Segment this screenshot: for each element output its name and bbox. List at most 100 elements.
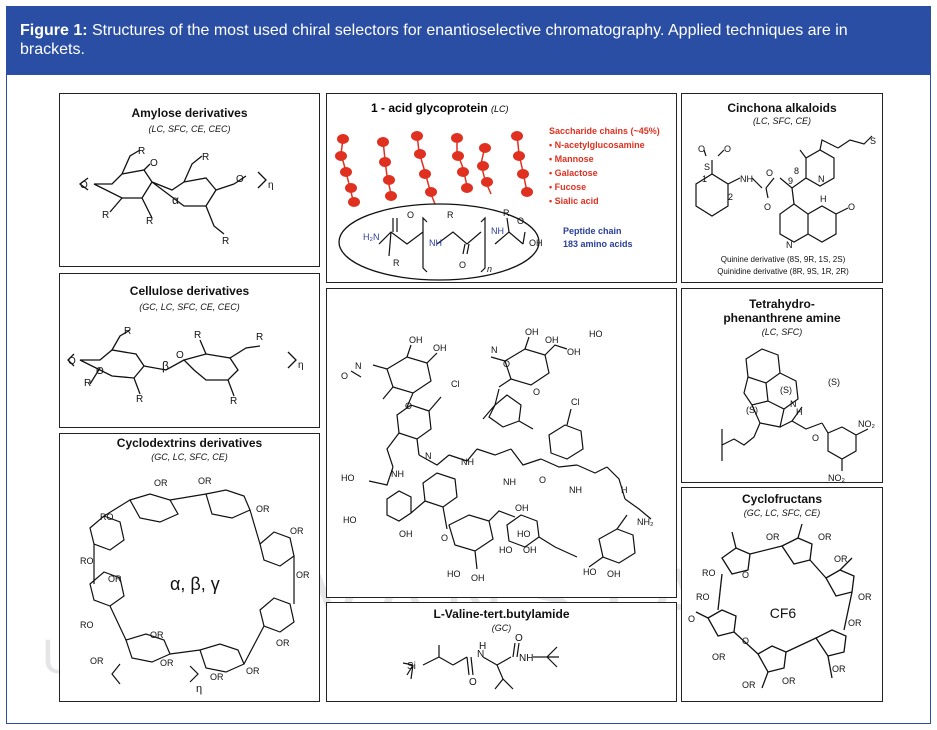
svg-text:OR: OR xyxy=(150,630,164,640)
svg-text:OR: OR xyxy=(834,554,848,564)
svg-text:OR: OR xyxy=(766,532,780,542)
svg-text:OR: OR xyxy=(818,532,832,542)
svg-text:HO: HO xyxy=(447,569,461,579)
svg-text:R: R xyxy=(393,258,400,268)
svg-text:O: O xyxy=(742,636,749,646)
svg-text:O: O xyxy=(80,180,88,191)
svg-text:Cl: Cl xyxy=(571,397,580,407)
svg-text:OR: OR xyxy=(246,666,260,676)
cyclodextrin-panel: Cyclodextrins derivatives (GC, LC, SFC, … xyxy=(59,433,320,702)
tetrahydro-panel: Tetrahydro- phenanthrene amine (LC, SFC)… xyxy=(681,288,883,483)
svg-text:O: O xyxy=(341,371,348,381)
saccharide-item: • Fucose xyxy=(549,182,586,192)
svg-text:Cl: Cl xyxy=(451,379,460,389)
amylose-subtitle: (LC, SFC, CE, CEC) xyxy=(148,124,231,134)
svg-text:O: O xyxy=(533,387,540,397)
saccharide-item: • Sialic acid xyxy=(549,196,599,206)
valine-panel: L-Valine-tert.butylamide (GC) Si O N H O… xyxy=(326,602,677,702)
svg-text:OR: OR xyxy=(160,658,174,668)
svg-text:H: H xyxy=(621,485,628,495)
svg-text:OR: OR xyxy=(712,652,726,662)
cyclofructan-center-label: CF6 xyxy=(770,605,797,621)
svg-text:O: O xyxy=(176,350,184,361)
svg-text:NH: NH xyxy=(429,238,442,248)
svg-text:OH: OH xyxy=(433,343,447,353)
svg-text:R: R xyxy=(447,210,454,220)
svg-text:O: O xyxy=(688,614,695,624)
amylose-structure: O R O R R α R R O η xyxy=(78,146,274,247)
svg-text:O: O xyxy=(539,475,546,485)
cyclofructan-subtitle: (GC, LC, SFC, CE) xyxy=(743,508,821,518)
valine-structure: Si O N H O NH xyxy=(402,633,559,690)
svg-text:β: β xyxy=(162,359,169,373)
svg-text:HO: HO xyxy=(499,545,513,555)
glycoprotein-structure: H₂N R O NH R O n NH R OH O Saccharide ch… xyxy=(335,126,660,281)
svg-text:OH: OH xyxy=(529,238,543,248)
svg-text:NO₂: NO₂ xyxy=(828,473,846,483)
svg-text:α: α xyxy=(172,193,179,207)
svg-text:R: R xyxy=(146,216,153,227)
svg-text:O: O xyxy=(764,202,771,212)
svg-text:NH: NH xyxy=(491,226,504,236)
svg-text:N: N xyxy=(425,451,432,461)
svg-text:N: N xyxy=(790,399,797,409)
figure-caption: Figure 1: Structures of the most used ch… xyxy=(6,6,931,74)
svg-text:N: N xyxy=(355,361,362,371)
svg-text:n: n xyxy=(487,264,492,274)
svg-text:NH: NH xyxy=(503,477,516,487)
svg-text:RO: RO xyxy=(100,512,114,522)
svg-text:NH: NH xyxy=(740,174,753,184)
svg-text:S: S xyxy=(704,162,710,172)
svg-text:OH: OH xyxy=(471,573,485,583)
svg-text:HO: HO xyxy=(583,567,597,577)
svg-text:OR: OR xyxy=(296,570,310,580)
cinchona-structure: S O O 1 2 NH O O 9 8 N H N O S Quinine d… xyxy=(695,135,876,276)
cyclodextrin-subtitle: (GC, LC, SFC, CE) xyxy=(151,452,228,462)
tetrahydro-title-2: phenanthrene amine xyxy=(723,311,841,325)
svg-text:RO: RO xyxy=(80,556,94,566)
svg-text:R: R xyxy=(138,146,145,157)
svg-text:HO: HO xyxy=(341,473,355,483)
cellulose-structure: O R R O R β O R R R η xyxy=(67,326,304,407)
svg-text:R: R xyxy=(230,396,237,407)
svg-text:NH: NH xyxy=(519,653,533,664)
svg-text:O: O xyxy=(812,433,819,443)
svg-text:O: O xyxy=(407,210,414,220)
svg-text:NH: NH xyxy=(569,485,582,495)
figure-label: Figure 1: xyxy=(20,22,88,39)
svg-text:O: O xyxy=(441,533,448,543)
cinchona-subtitle: (LC, SFC, CE) xyxy=(752,116,811,126)
svg-text:O: O xyxy=(848,202,855,212)
svg-text:OR: OR xyxy=(108,574,122,584)
svg-text:R: R xyxy=(503,208,510,218)
svg-text:S: S xyxy=(870,136,876,146)
svg-text:(S): (S) xyxy=(746,405,758,415)
svg-text:N: N xyxy=(818,174,825,184)
peptide-label-2: 183 amino acids xyxy=(563,239,633,249)
svg-text:OH: OH xyxy=(523,545,537,555)
saccharide-item: • Mannose xyxy=(549,154,594,164)
svg-text:OR: OR xyxy=(782,676,796,686)
svg-text:RO: RO xyxy=(80,620,94,630)
peptide-label-1: Peptide chain xyxy=(563,226,622,236)
svg-text:R: R xyxy=(84,378,91,389)
svg-text:HO: HO xyxy=(517,529,531,539)
svg-text:N: N xyxy=(477,649,484,660)
svg-text:HO: HO xyxy=(589,329,603,339)
cyclofructan-structure: RO O OR OR OR OR OR OR OR OR RO OR O O C… xyxy=(688,523,872,690)
svg-text:OH: OH xyxy=(409,335,423,345)
svg-text:O: O xyxy=(517,216,524,226)
svg-text:O: O xyxy=(459,260,466,270)
svg-text:η: η xyxy=(268,180,274,191)
svg-text:RO: RO xyxy=(702,568,716,578)
saccharide-item: • N-acetylglucosamine xyxy=(549,140,645,150)
svg-text:O: O xyxy=(236,174,244,185)
cyclodextrin-greek: α, β, γ xyxy=(170,574,220,594)
svg-text:OR: OR xyxy=(858,592,872,602)
svg-text:O: O xyxy=(766,168,773,178)
svg-text:R: R xyxy=(124,326,131,337)
svg-text:(S): (S) xyxy=(780,385,792,395)
quinidine-label: Quinidine derivative (8R, 9S, 1R, 2R) xyxy=(717,267,849,276)
svg-text:OH: OH xyxy=(525,327,539,337)
